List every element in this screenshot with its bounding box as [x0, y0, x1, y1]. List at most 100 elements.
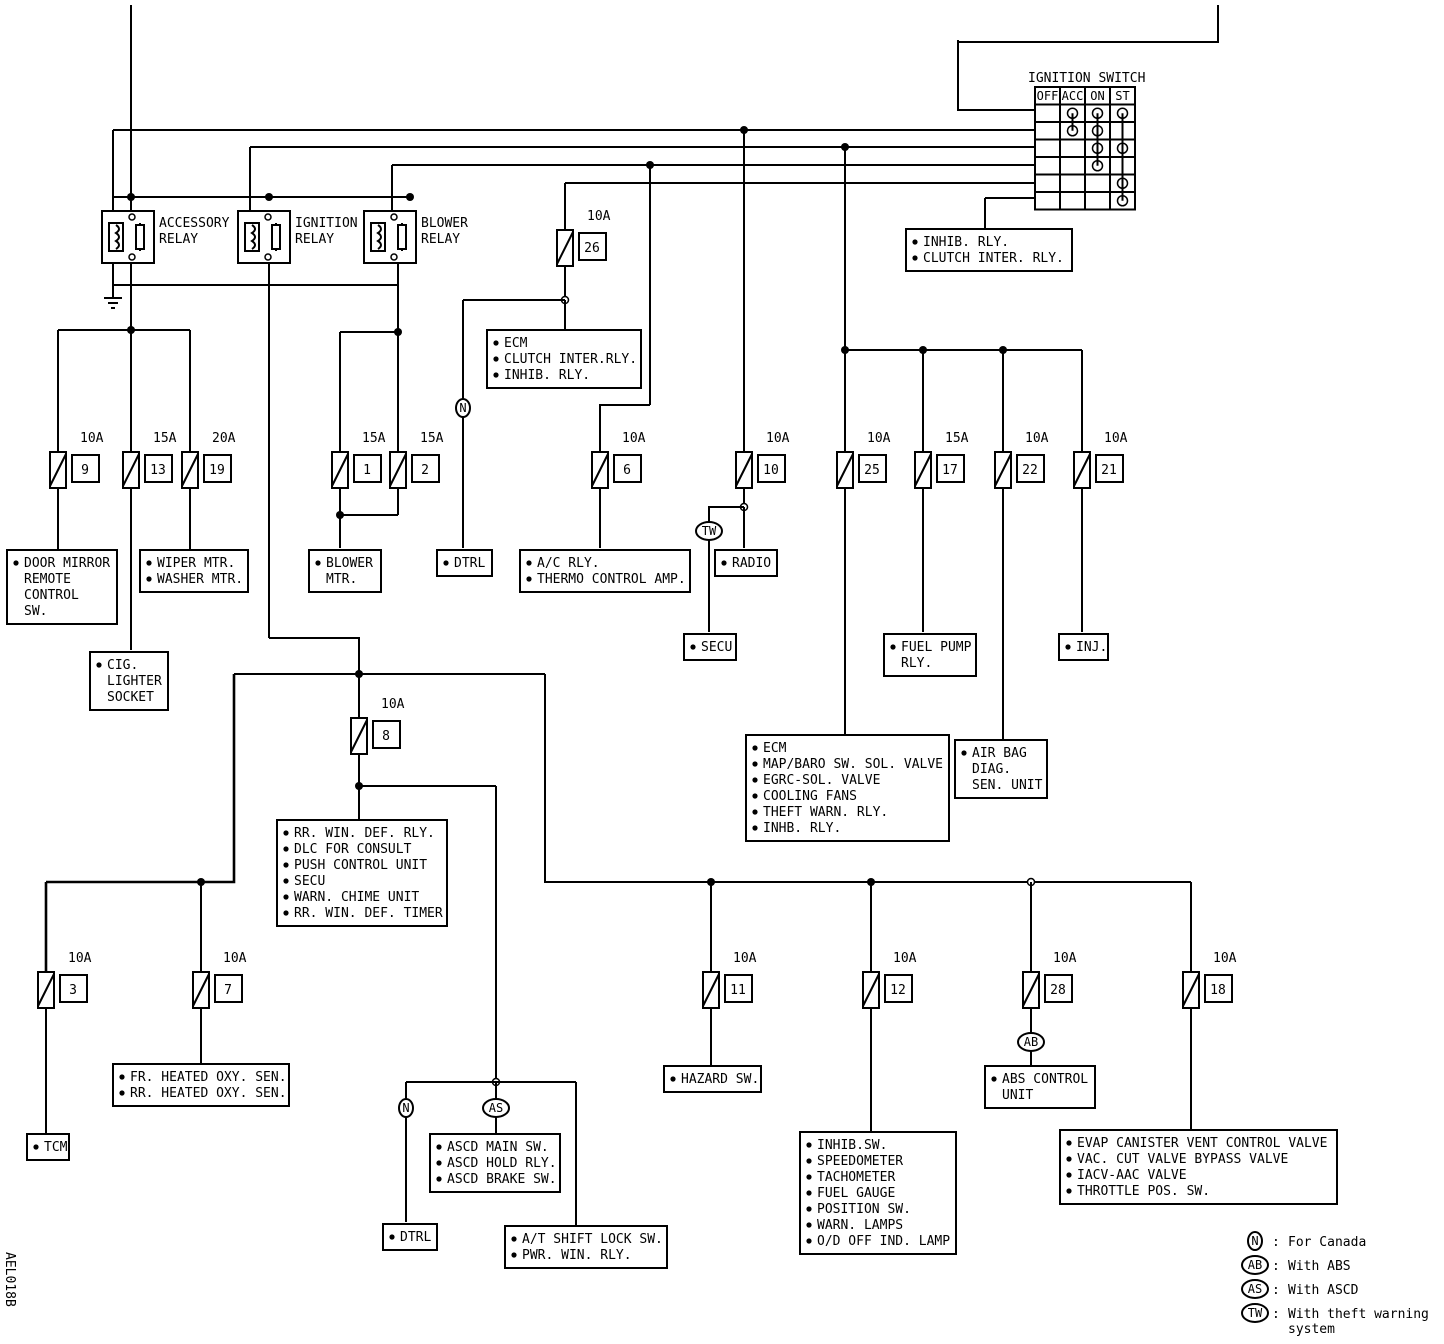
bullet	[511, 1252, 517, 1258]
marker-ring	[482, 1098, 510, 1118]
bullet	[752, 745, 758, 751]
coil-winding	[376, 224, 382, 250]
load-label: INJ.	[1076, 640, 1107, 655]
relay-terminal	[264, 253, 272, 261]
load-label: UNIT	[1002, 1088, 1033, 1103]
fuse-element	[37, 973, 55, 1007]
load-box	[883, 633, 977, 677]
load-dtrl-bottom	[382, 1223, 438, 1251]
junction-dot	[841, 346, 849, 354]
relay-terminal	[390, 213, 398, 221]
load-ascd	[429, 1133, 561, 1193]
relay-label: BLOWER	[421, 216, 468, 231]
load-box	[486, 329, 642, 389]
bullet	[283, 894, 289, 900]
load-label: BLOWER	[326, 556, 373, 571]
load-box	[139, 549, 249, 593]
load-label: DLC FOR CONSULT	[294, 842, 412, 857]
coil-winding	[114, 224, 120, 250]
fuse-21	[1073, 451, 1124, 489]
secu-wire	[708, 506, 744, 632]
relay-coil	[370, 222, 386, 252]
load-box	[663, 1065, 762, 1093]
coil-winding	[250, 224, 256, 250]
fuse-2	[389, 451, 440, 489]
load-inhib-sw	[799, 1131, 957, 1255]
load-label: THERMO CONTROL AMP.	[537, 572, 686, 587]
legend-colon: :	[1272, 1283, 1280, 1298]
ignition-feed	[958, 5, 1219, 43]
load-label: INHIB. RLY.	[504, 368, 590, 383]
fuse-number-box	[372, 720, 401, 749]
right-route	[544, 674, 1191, 883]
load-label: CLUTCH INTER. RLY.	[923, 251, 1064, 266]
fuse-element	[389, 453, 407, 487]
load-box	[429, 1133, 561, 1193]
load-box	[905, 228, 1073, 272]
load-label: ABS CONTROL	[1002, 1072, 1088, 1087]
fuse-number-box	[411, 454, 440, 483]
fuse-element	[994, 453, 1012, 487]
relay-label: RELAY	[295, 232, 334, 247]
ascd-marker	[482, 1098, 510, 1118]
load-label: ASCD BRAKE SW.	[447, 1172, 557, 1187]
fuse-rating: 10A	[1104, 431, 1128, 446]
fuse-element	[702, 973, 720, 1007]
bullet	[119, 1074, 125, 1080]
switch-position: ACC	[1062, 89, 1084, 103]
bullet	[890, 644, 896, 650]
load-label: ASCD HOLD RLY.	[447, 1156, 557, 1171]
fuse-element	[331, 453, 349, 487]
load-air-bag	[954, 739, 1048, 799]
load-cig-lighter	[89, 651, 169, 711]
load-label: DTRL	[400, 1230, 431, 1245]
relay-contact-box	[271, 224, 281, 250]
junction-dot	[127, 193, 135, 201]
load-box	[984, 1065, 1096, 1109]
marker-symbol: N	[459, 401, 466, 415]
legend-marker	[1241, 1279, 1269, 1299]
bullet	[493, 372, 499, 378]
load-dtrl-top	[436, 549, 493, 577]
load-heated-oxy	[112, 1063, 290, 1107]
load-label: VAC. CUT VALVE BYPASS VALVE	[1077, 1152, 1288, 1167]
fuse-number: 26	[584, 241, 600, 256]
ign-route	[269, 637, 360, 674]
fuse-rating: 10A	[1213, 951, 1237, 966]
load-box	[954, 739, 1048, 799]
bullet	[912, 255, 918, 261]
junction-dot	[841, 143, 849, 151]
fuse-13	[122, 451, 173, 489]
marker-symbol: AB	[1248, 1258, 1262, 1272]
bullet	[389, 1234, 395, 1240]
load-box	[519, 549, 691, 593]
fuse-number-box	[353, 454, 382, 483]
fuse-rating: 10A	[80, 431, 104, 446]
load-label: PWR. WIN. RLY.	[522, 1248, 632, 1263]
fuse-3	[37, 971, 88, 1009]
marker-ring	[695, 521, 723, 541]
bullet	[752, 825, 758, 831]
load-box	[745, 734, 950, 842]
load-label: CONTROL	[24, 588, 79, 603]
legend-marker	[1247, 1231, 1263, 1251]
bullet	[146, 576, 152, 582]
bullet	[806, 1238, 812, 1244]
fuse-28	[1022, 971, 1073, 1009]
fuse-element	[192, 973, 210, 1007]
marker-symbol: N	[402, 1101, 409, 1115]
bullet	[752, 809, 758, 815]
fuse-rating: 10A	[867, 431, 891, 446]
load-secu	[683, 633, 737, 661]
fuse-26	[556, 229, 607, 267]
relay-body	[101, 210, 155, 264]
fuse-rating: 10A	[223, 951, 247, 966]
theft-marker	[695, 521, 723, 541]
load-label: WARN. LAMPS	[817, 1218, 903, 1233]
bullet	[283, 830, 289, 836]
bullet	[315, 560, 321, 566]
relay-label: RELAY	[421, 232, 460, 247]
load-label: FUEL PUMP	[901, 640, 972, 655]
fuse-element	[836, 453, 854, 487]
load-label: EGRC-SOL. VALVE	[763, 773, 880, 788]
